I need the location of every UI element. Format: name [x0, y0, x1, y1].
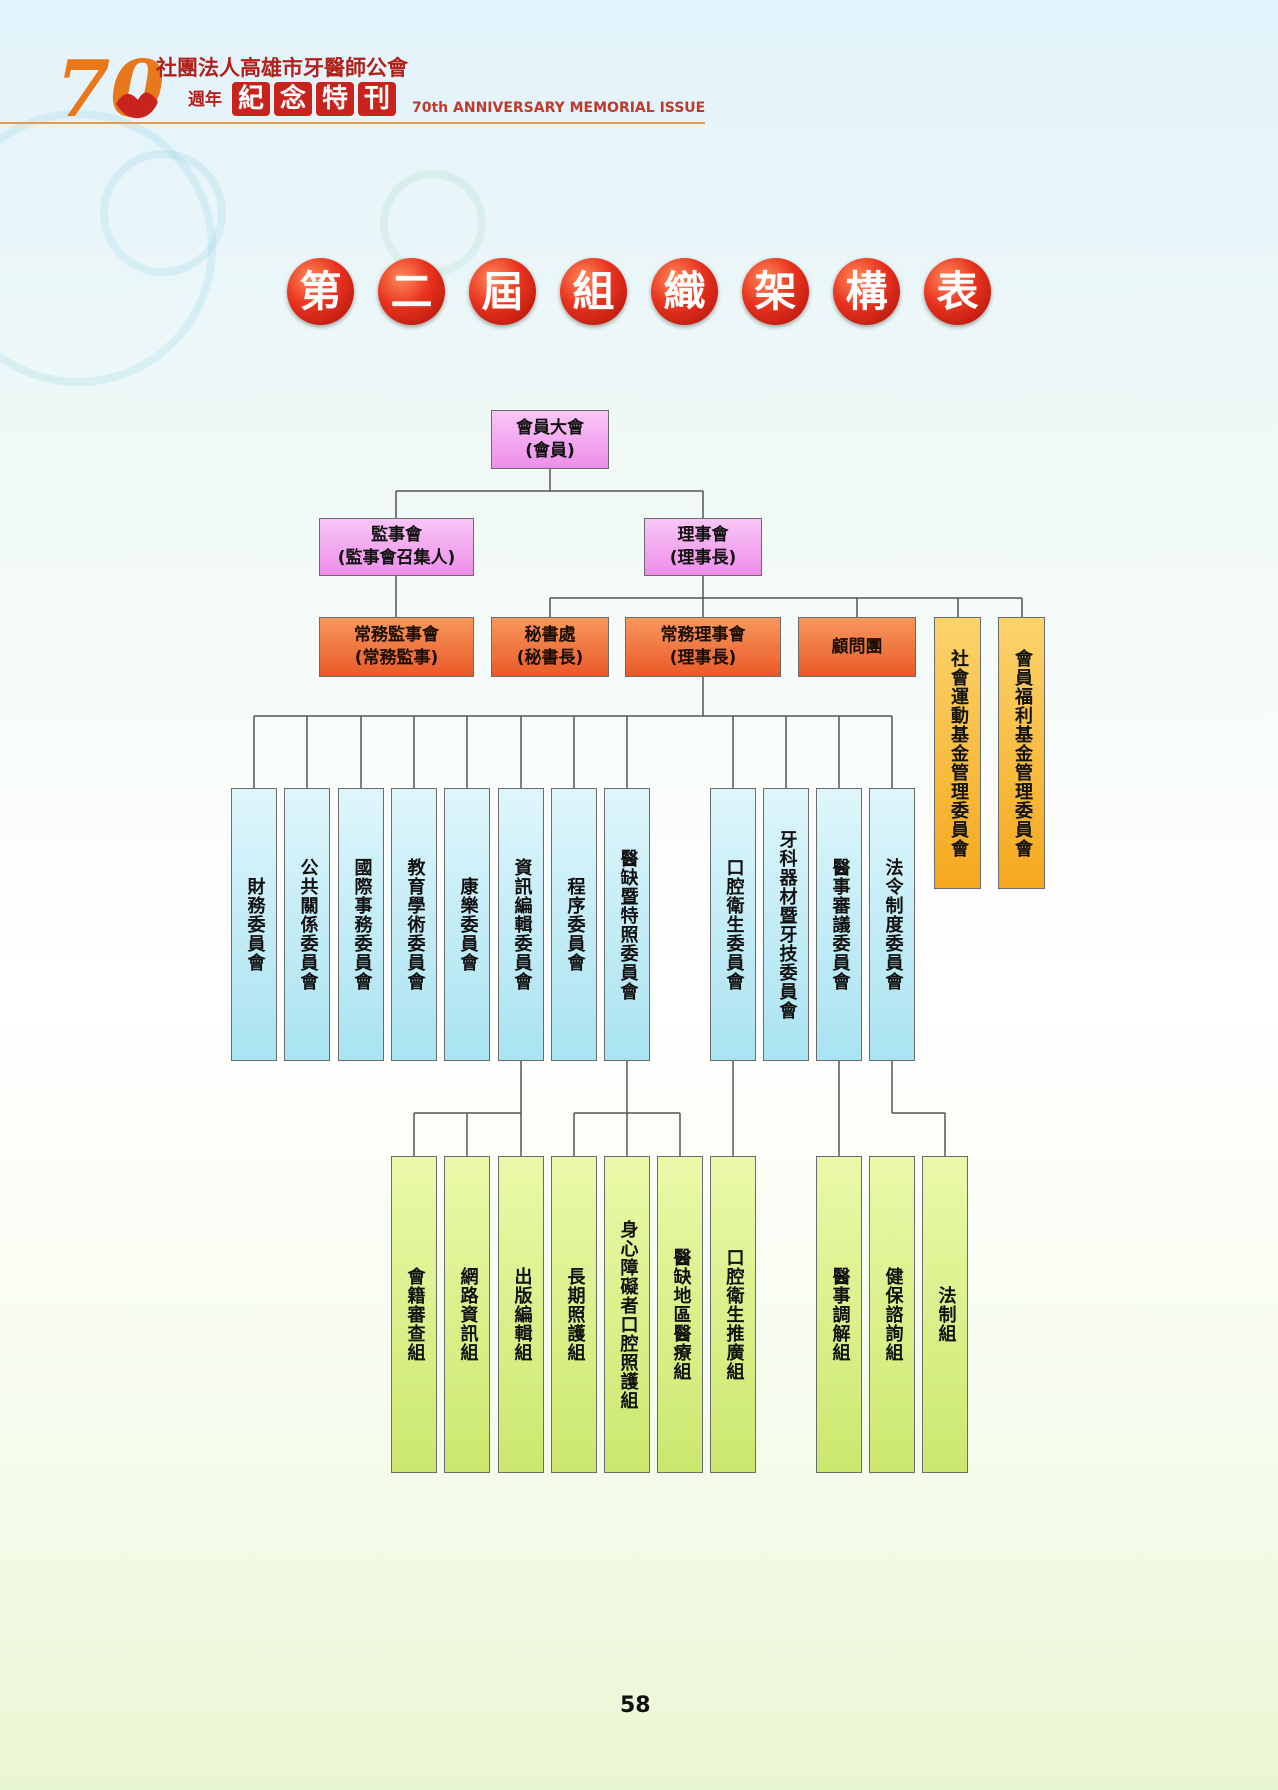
supervisors-box: 監事會 (監事會召集人): [319, 518, 474, 576]
standing-directors-role: (理事長): [669, 648, 737, 668]
title-char: 二: [378, 258, 445, 325]
group-box: 法制組: [922, 1156, 968, 1473]
group-box: 出版編輯組: [498, 1156, 544, 1473]
secretariat-role: (秘書長): [516, 648, 584, 668]
committee-box: 程序委員會: [551, 788, 597, 1061]
title-char: 構: [833, 258, 900, 325]
general-assembly-box: 會員大會 (會員): [491, 410, 609, 469]
group-box: 醫缺地區醫療組: [657, 1156, 703, 1473]
committee-box: 醫缺暨特照委員會: [604, 788, 650, 1061]
group-box: 長期照護組: [551, 1156, 597, 1473]
standing-supervisors-name: 常務監事會: [354, 625, 439, 645]
committee-box: 醫事審議委員會: [816, 788, 862, 1061]
group-box: 網路資訊組: [444, 1156, 490, 1473]
page-number: 58: [620, 1693, 651, 1718]
issue-char: 特: [316, 82, 354, 116]
standing-directors-name: 常務理事會: [660, 625, 746, 645]
anniversary-logo: 70: [56, 44, 165, 130]
anniversary-word: 週年: [188, 90, 222, 110]
title-char: 組: [560, 258, 627, 325]
group-box: 會籍審查組: [391, 1156, 437, 1473]
committee-box: 資訊編輯委員會: [498, 788, 544, 1061]
group-box: 醫事調解組: [816, 1156, 862, 1473]
advisors-name: 顧問團: [831, 636, 883, 657]
title-char: 屆: [469, 258, 536, 325]
title-char: 織: [651, 258, 718, 325]
fund-committee-box: 社會運動基金管理委員會: [934, 617, 981, 889]
directors-role: (理事長): [669, 548, 737, 568]
advisors-box: 顧問團: [798, 617, 916, 677]
committee-box: 口腔衛生委員會: [710, 788, 756, 1061]
org-name: 社團法人高雄市牙醫師公會: [156, 55, 408, 80]
general-assembly-role: (會員): [525, 440, 575, 461]
committee-box: 公共關係委員會: [284, 788, 330, 1061]
group-box: 口腔衛生推廣組: [710, 1156, 756, 1473]
issue-char: 紀: [232, 82, 270, 116]
title-char: 架: [742, 258, 809, 325]
committee-box: 牙科器材暨牙技委員會: [763, 788, 809, 1061]
directors-name: 理事會: [677, 525, 729, 545]
title-char: 第: [287, 258, 354, 325]
standing-directors-box: 常務理事會 (理事長): [625, 617, 781, 677]
committee-box: 法令制度委員會: [869, 788, 915, 1061]
english-issue-title: 70th ANNIVERSARY MEMORIAL ISSUE: [412, 100, 706, 116]
fund-committee-box: 會員福利基金管理委員會: [998, 617, 1045, 889]
issue-char: 念: [274, 82, 312, 116]
general-assembly-name: 會員大會: [516, 417, 584, 438]
standing-supervisors-role: (常務監事): [354, 648, 439, 668]
committee-box: 國際事務委員會: [338, 788, 384, 1061]
supervisors-role: (監事會召集人): [337, 548, 456, 568]
page-title: 第 二 屆 組 織 架 構 表: [287, 258, 991, 325]
supervisors-name: 監事會: [371, 525, 422, 545]
issue-title: 紀 念 特 刊: [232, 82, 396, 116]
committee-box: 財務委員會: [231, 788, 277, 1061]
title-char: 表: [924, 258, 991, 325]
group-box: 健保諮詢組: [869, 1156, 915, 1473]
header-divider: [0, 122, 705, 124]
secretariat-box: 秘書處 (秘書長): [491, 617, 609, 677]
committee-box: 教育學術委員會: [391, 788, 437, 1061]
committee-box: 康樂委員會: [444, 788, 490, 1061]
group-box: 身心障礙者口腔照護組: [604, 1156, 650, 1473]
standing-supervisors-box: 常務監事會 (常務監事): [319, 617, 474, 677]
directors-box: 理事會 (理事長): [644, 518, 762, 576]
decorative-swirl: [100, 150, 226, 276]
issue-char: 刊: [358, 82, 396, 116]
secretariat-name: 秘書處: [524, 625, 576, 645]
